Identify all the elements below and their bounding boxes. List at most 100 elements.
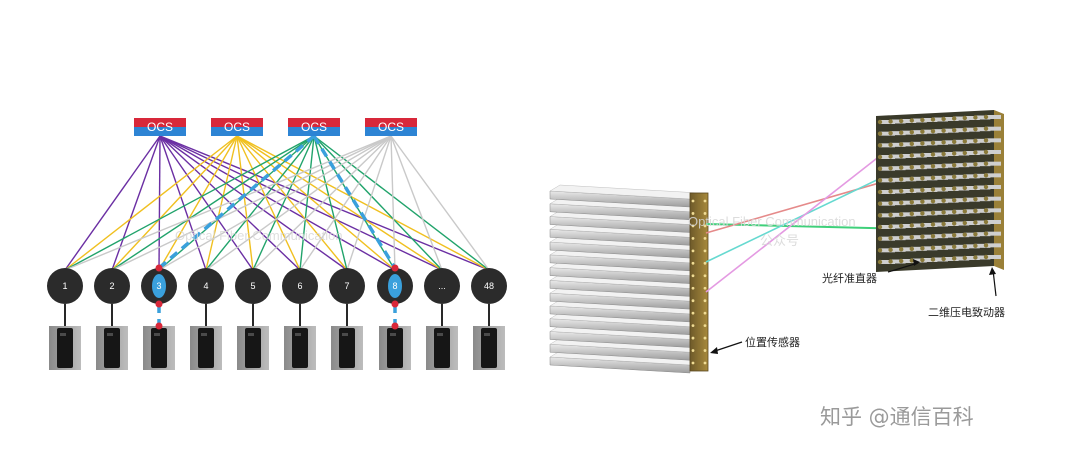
collimator-head [920,257,925,263]
server-card [198,328,214,368]
collimator-head [962,115,967,121]
collimator-head [877,178,883,183]
fiber-link [236,135,490,271]
collimator-head [941,140,946,145]
array-dot [691,324,695,328]
fiber-link [158,135,392,271]
collimator-pin [974,115,991,120]
collimator-pin [985,115,1001,119]
collimator-pin [963,162,980,167]
collimator-pin [889,166,906,171]
collimator-head [941,256,946,262]
server [49,304,81,370]
ocs-switch-label: OCS [224,120,250,134]
collimator-head [909,258,914,263]
collimator-head [888,189,893,194]
collimator-pin [932,199,948,204]
label-piezo-actuator: 二维压电致动器 [928,305,1005,319]
node: 5 [235,268,271,304]
collimator-head [877,236,883,241]
node: 3 [141,264,177,308]
fiber-link [111,135,238,271]
collimator-pin [889,154,906,159]
fiber-link [158,135,161,271]
ocs-switch-label: OCS [301,120,327,134]
collimator-head [888,119,893,124]
collimator-pin [879,201,895,206]
node-port-dot [155,300,163,308]
collimator-pin [921,164,938,169]
collimator-pin [889,259,906,264]
node-circle [235,268,271,304]
collimator-pin [900,189,917,193]
collimator-pin [889,224,906,229]
collimator-head [888,177,893,183]
fiber-link [64,135,315,271]
mems-array-left [549,184,709,374]
fiber-link [252,135,315,271]
collimator-head [952,174,957,180]
collimator-pin [900,224,917,228]
collimator-pin [963,127,980,132]
collimator-pin [921,188,938,192]
array-dot [703,324,707,328]
label-position-sensor: 位置传感器 [745,335,800,349]
collimator-pin [879,155,895,159]
collimator-head [909,246,914,252]
collimator-head [973,243,978,249]
collimator-head [941,175,946,180]
node-circle [188,268,224,304]
collimator-pin [985,220,1001,224]
collimator-pin [921,223,938,227]
collimator-pin [942,163,959,168]
collimator-head [952,127,957,133]
collimator-pin [900,142,917,147]
collimator-head [930,198,936,204]
collimator-head [941,186,946,192]
server-led [437,333,443,336]
collimator-pin [974,150,991,155]
server-led [201,333,207,336]
server-led [248,333,254,336]
fiber-link [313,135,348,271]
server-led [60,333,66,336]
collimator-head [920,129,925,134]
collimator-head [899,177,904,182]
collimator-pin [910,141,927,146]
collimator-pin [879,120,895,124]
server-card [104,328,120,368]
collimator-head [899,153,904,159]
array-dot [691,311,695,315]
array-dot [691,286,695,290]
collimator-pin [879,236,895,241]
array-dot [703,361,707,365]
collimator-head [983,243,989,248]
ocs-switch: OCS [288,118,340,136]
array-dot [703,212,707,215]
array-dot [703,274,707,278]
ocs-switch-top [365,118,417,127]
collimator-head [941,151,946,157]
collimator-pin [932,152,948,157]
server-led [154,333,160,336]
array-dot [703,261,707,265]
collimator-pin [932,164,948,169]
collimator-head [962,127,967,132]
collimator-pin [942,117,959,121]
collimator-pin [910,176,927,181]
collimator-pin [985,255,1001,259]
node-highlight [152,274,166,298]
collimator-pin [974,232,991,237]
server-card [245,328,261,368]
collimator-head [952,151,957,156]
collimator-head [941,210,946,215]
collimator-pin [879,143,895,148]
collimator-pin [879,260,895,264]
collimator-head [909,118,914,123]
collimator-head [920,211,925,216]
collimator-head [983,161,989,166]
collimator-head [973,185,978,190]
server [96,304,128,370]
server-row [49,304,505,370]
